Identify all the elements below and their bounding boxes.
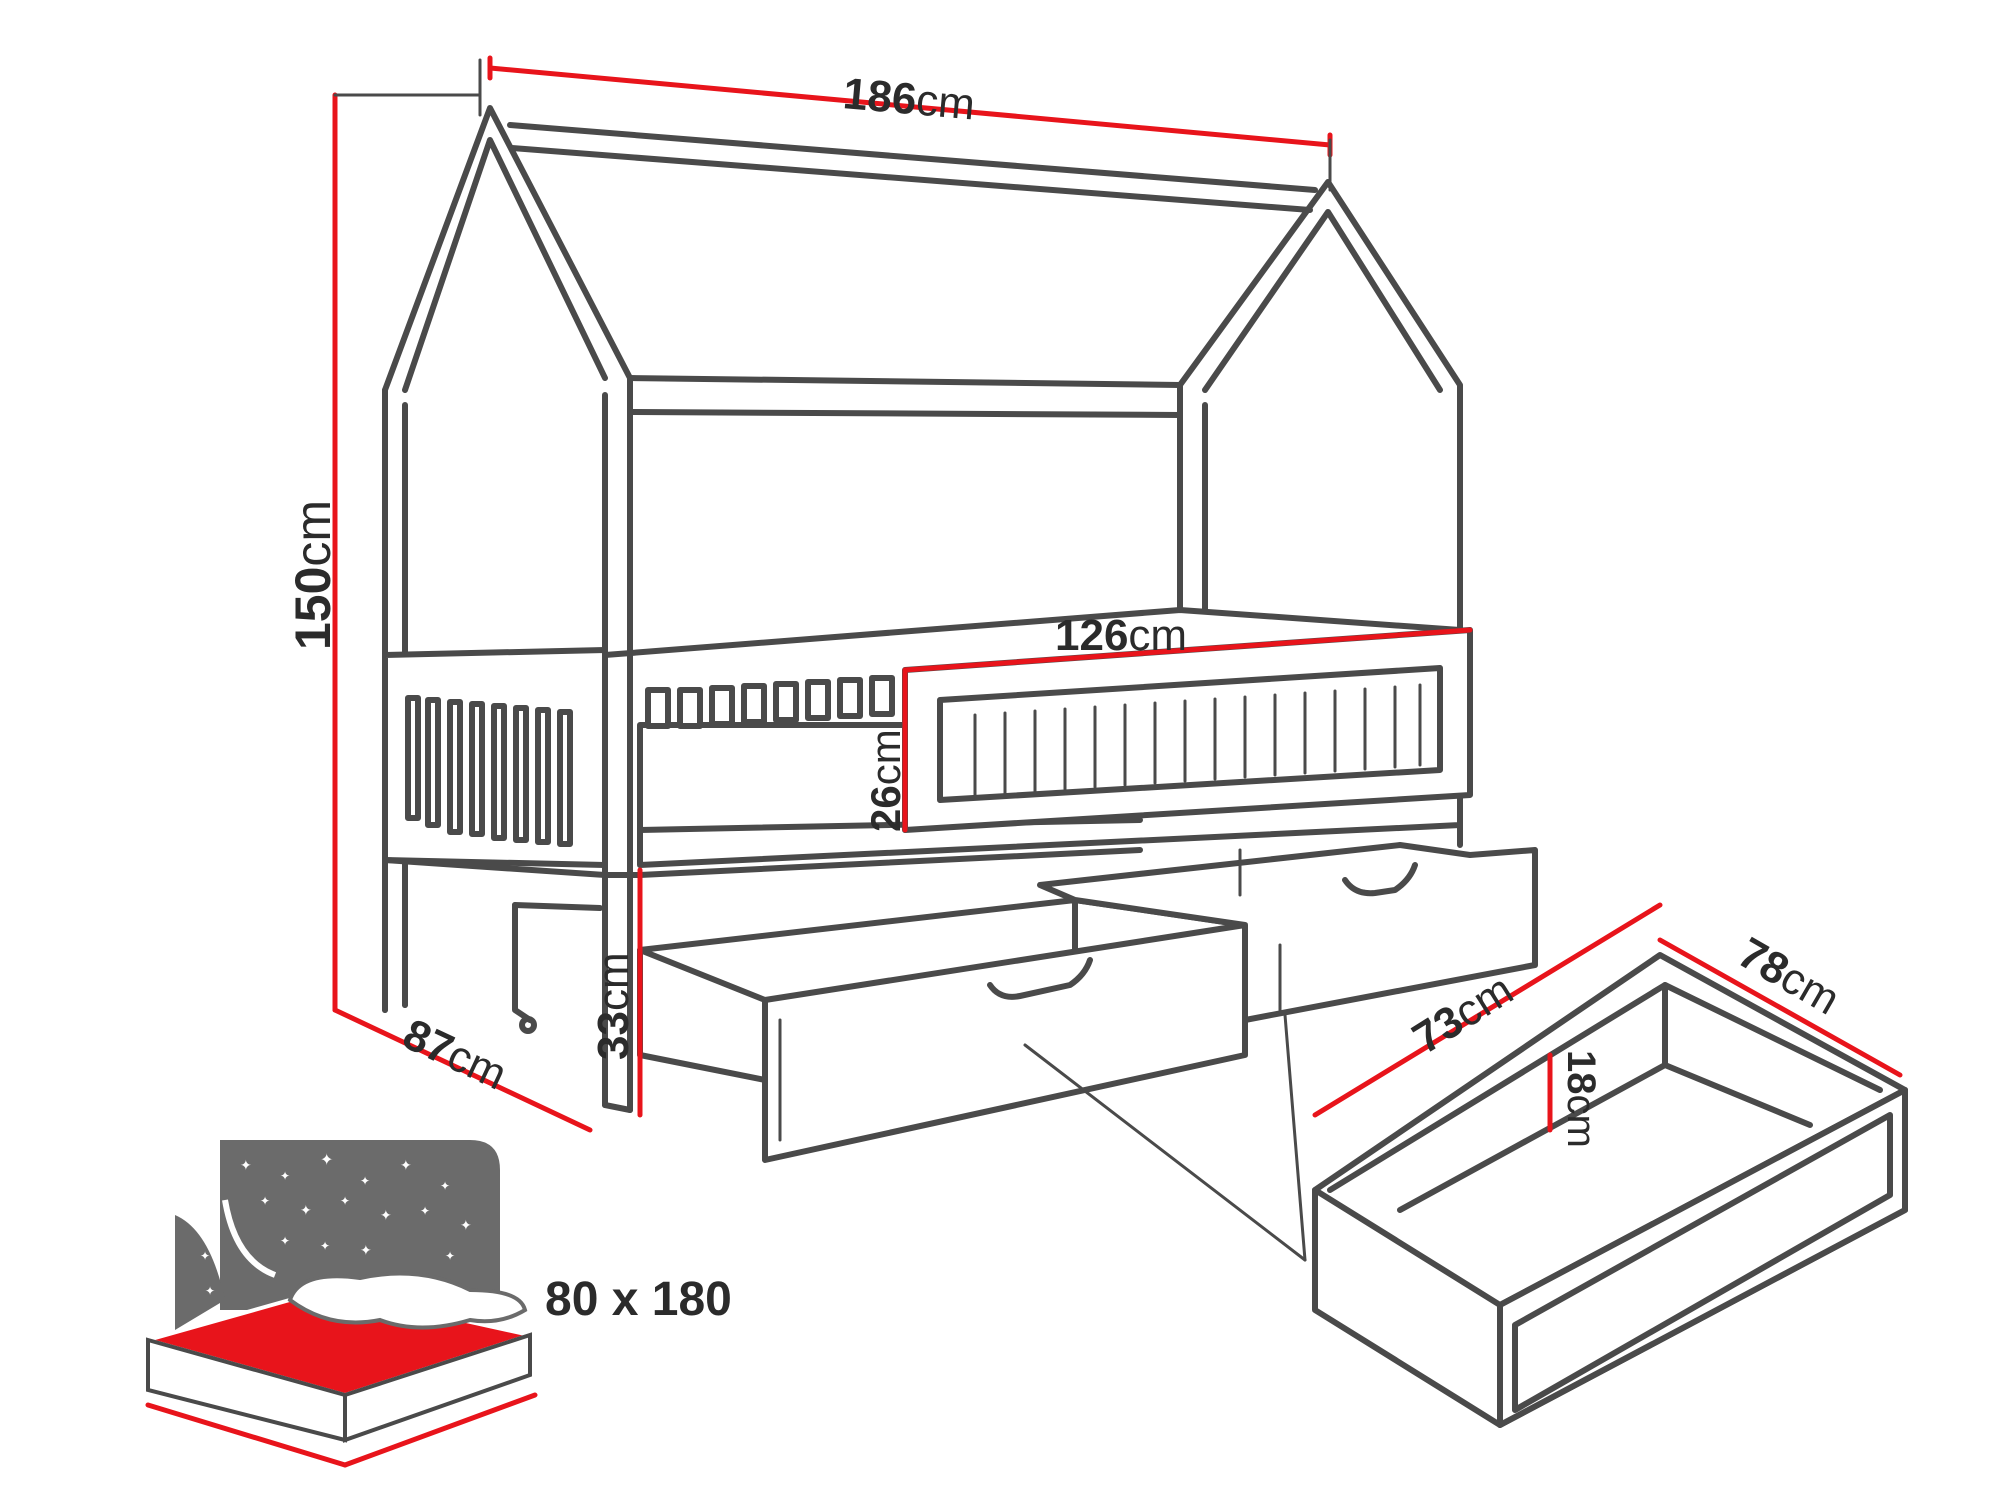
drawer-length-line <box>1657 937 1903 1078</box>
svg-text:✦: ✦ <box>460 1219 472 1234</box>
svg-text:✦: ✦ <box>320 1152 333 1169</box>
svg-text:✦: ✦ <box>205 1284 215 1298</box>
svg-text:✦: ✦ <box>360 1174 370 1188</box>
svg-text:✦: ✦ <box>340 1194 350 1208</box>
back-slats <box>645 675 895 729</box>
night-sky-icon <box>220 1140 500 1310</box>
right-drawer <box>1037 842 1538 1023</box>
svg-text:✦: ✦ <box>400 1159 412 1174</box>
svg-text:✦: ✦ <box>260 1194 270 1208</box>
pillow-icon <box>287 1271 528 1330</box>
svg-text:✦: ✦ <box>320 1239 330 1253</box>
svg-text:✦: ✦ <box>445 1249 455 1263</box>
depth-line <box>332 1007 593 1133</box>
length-label: 186cm <box>841 69 977 129</box>
rail-length-label: 126cm <box>1055 611 1187 660</box>
length-line <box>487 65 1333 148</box>
mattress-icon: ✦ ✦ ✦ ✦ ✦ ✦ ✦ ✦ ✦ ✦ ✦ ✦ ✦ ✦ ✦ ✦ ✦ ✦ <box>140 1140 538 1468</box>
dimension-lines <box>332 55 1903 1133</box>
svg-text:✦: ✦ <box>300 1204 312 1219</box>
svg-text:✦: ✦ <box>280 1169 290 1183</box>
svg-text:✦: ✦ <box>280 1234 290 1248</box>
detail-drawer <box>1312 952 1908 1428</box>
clearance-label: 33cm <box>589 952 638 1060</box>
mattress-size-label: 80 x 180 <box>545 1273 732 1326</box>
under-box <box>512 902 603 1034</box>
svg-text:✦: ✦ <box>420 1204 430 1218</box>
left-drawer <box>637 897 1248 1163</box>
safety-rail <box>902 627 1473 833</box>
rail-height-label: 26cm <box>862 729 909 832</box>
height-label: 150cm <box>285 500 341 650</box>
svg-text:✦: ✦ <box>200 1249 210 1263</box>
end-slats <box>405 695 573 847</box>
svg-text:✦: ✦ <box>360 1244 372 1259</box>
drawer-width-line <box>1312 902 1663 1118</box>
stars-icon: ✦ ✦ ✦ ✦ ✦ ✦ ✦ ✦ ✦ ✦ ✦ ✦ ✦ ✦ ✦ ✦ ✦ ✦ <box>200 1152 472 1298</box>
drawer-height-label: 18cm <box>1559 1050 1603 1148</box>
svg-text:✦: ✦ <box>440 1179 450 1193</box>
svg-text:✦: ✦ <box>380 1209 392 1224</box>
rail-length-line <box>902 627 1473 673</box>
svg-text:✦: ✦ <box>240 1159 252 1174</box>
depth-label: 87cm <box>396 1010 514 1100</box>
